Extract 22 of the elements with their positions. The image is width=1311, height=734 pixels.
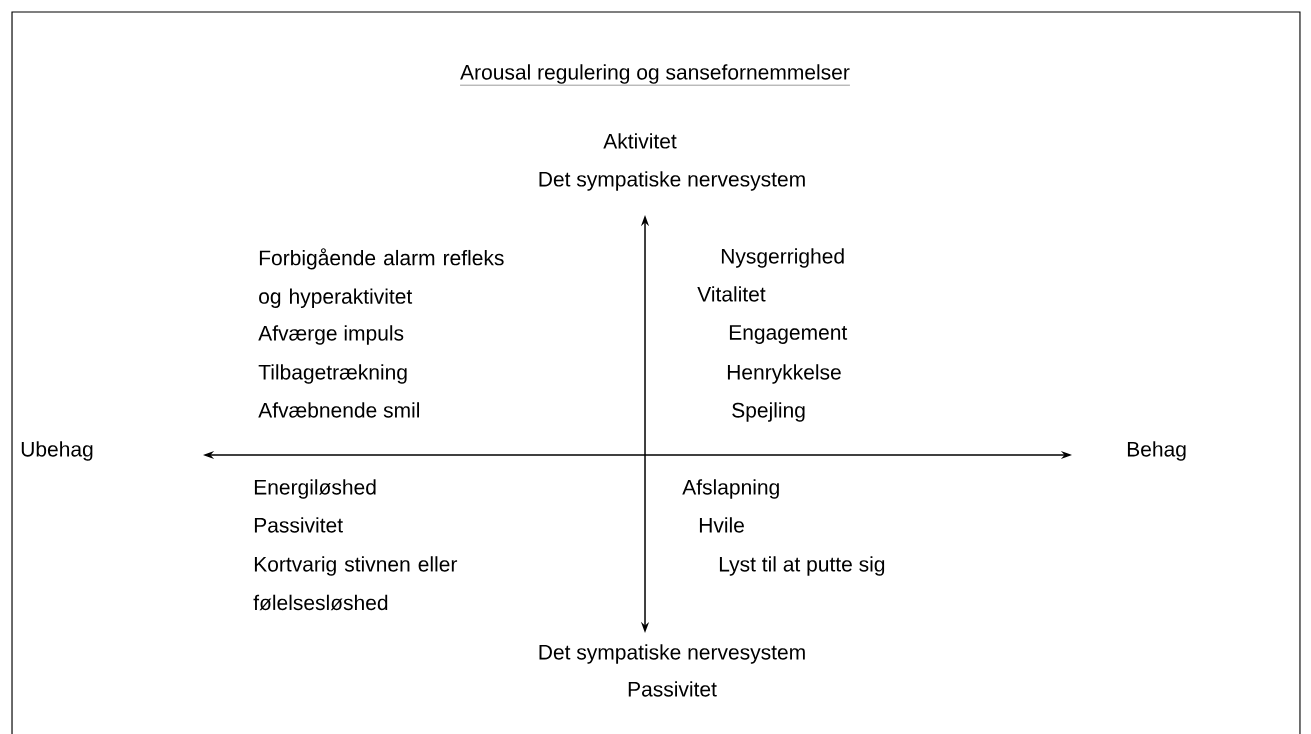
axis-label: Aktivitet — [603, 133, 677, 149]
axis-label: Ubehag — [21, 441, 93, 461]
quadrant-label: Afvæbnende smil — [258, 402, 419, 418]
quadrant-label: Vitalitet — [697, 286, 766, 302]
title: Arousal regulering og sansefornemmelser — [459, 64, 851, 86]
quadrant-label: Spejling — [732, 402, 805, 422]
axis-label: Det sympatiske nervesystem — [539, 644, 805, 664]
quadrant-label: Engagement — [729, 325, 848, 344]
axis-label: Behag — [1127, 441, 1186, 461]
quadrant-label: Kortvarig stivnen eller følelsesløshed — [253, 556, 458, 611]
quadrant-label: Tilbagetrækning — [258, 364, 407, 384]
quadrant-label: Henrykkelse — [727, 364, 841, 384]
axis-label: Passivitet — [628, 681, 717, 697]
quadrant-label: Forbigående alarm refleks og hyperaktivitet — [259, 248, 504, 308]
quadrant-label: Afslapning — [682, 479, 779, 499]
quadrant-label: Lyst til at putte sig — [719, 556, 885, 576]
axis-label: Det sympatiske nervesystem — [539, 171, 805, 191]
quadrant-label: Passivitet — [254, 517, 343, 533]
quadrant-label: Energiløshed — [254, 479, 376, 499]
quadrant-label: Nysgerrighed — [721, 248, 844, 268]
quadrant-label: Afværge impuls — [258, 325, 404, 345]
quadrant-label: Hvile — [699, 517, 744, 533]
